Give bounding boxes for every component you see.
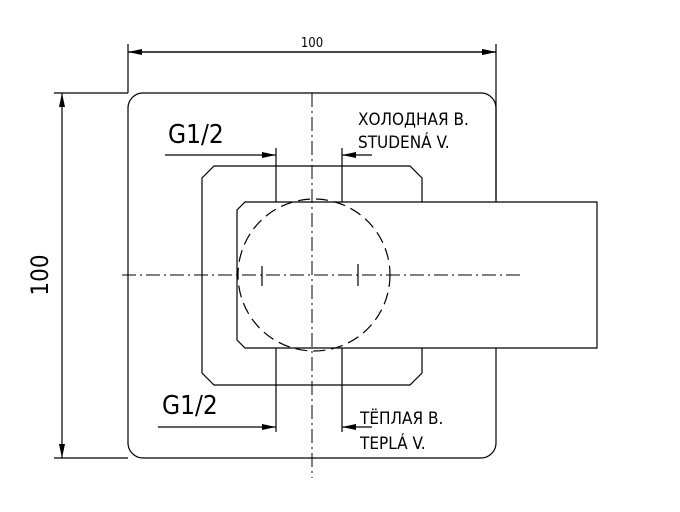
cold-water-label-ru: ХОЛОДНАЯ В. xyxy=(358,110,469,130)
height-dimension: 100 xyxy=(26,92,128,459)
width-dimension: 100 xyxy=(127,36,497,200)
width-label: 100 xyxy=(301,36,323,51)
warm-water-label-cz: TEPLÁ V. xyxy=(359,432,426,454)
warm-water-label-ru: ТЁПЛАЯ В. xyxy=(359,408,443,429)
thread-label-bottom: G1/2 xyxy=(162,391,218,421)
body-outline xyxy=(201,165,423,386)
thread-label-top: G1/2 xyxy=(168,120,224,150)
height-label: 100 xyxy=(26,254,54,295)
cold-water-label-cz: STUDENÁ V. xyxy=(358,131,450,153)
